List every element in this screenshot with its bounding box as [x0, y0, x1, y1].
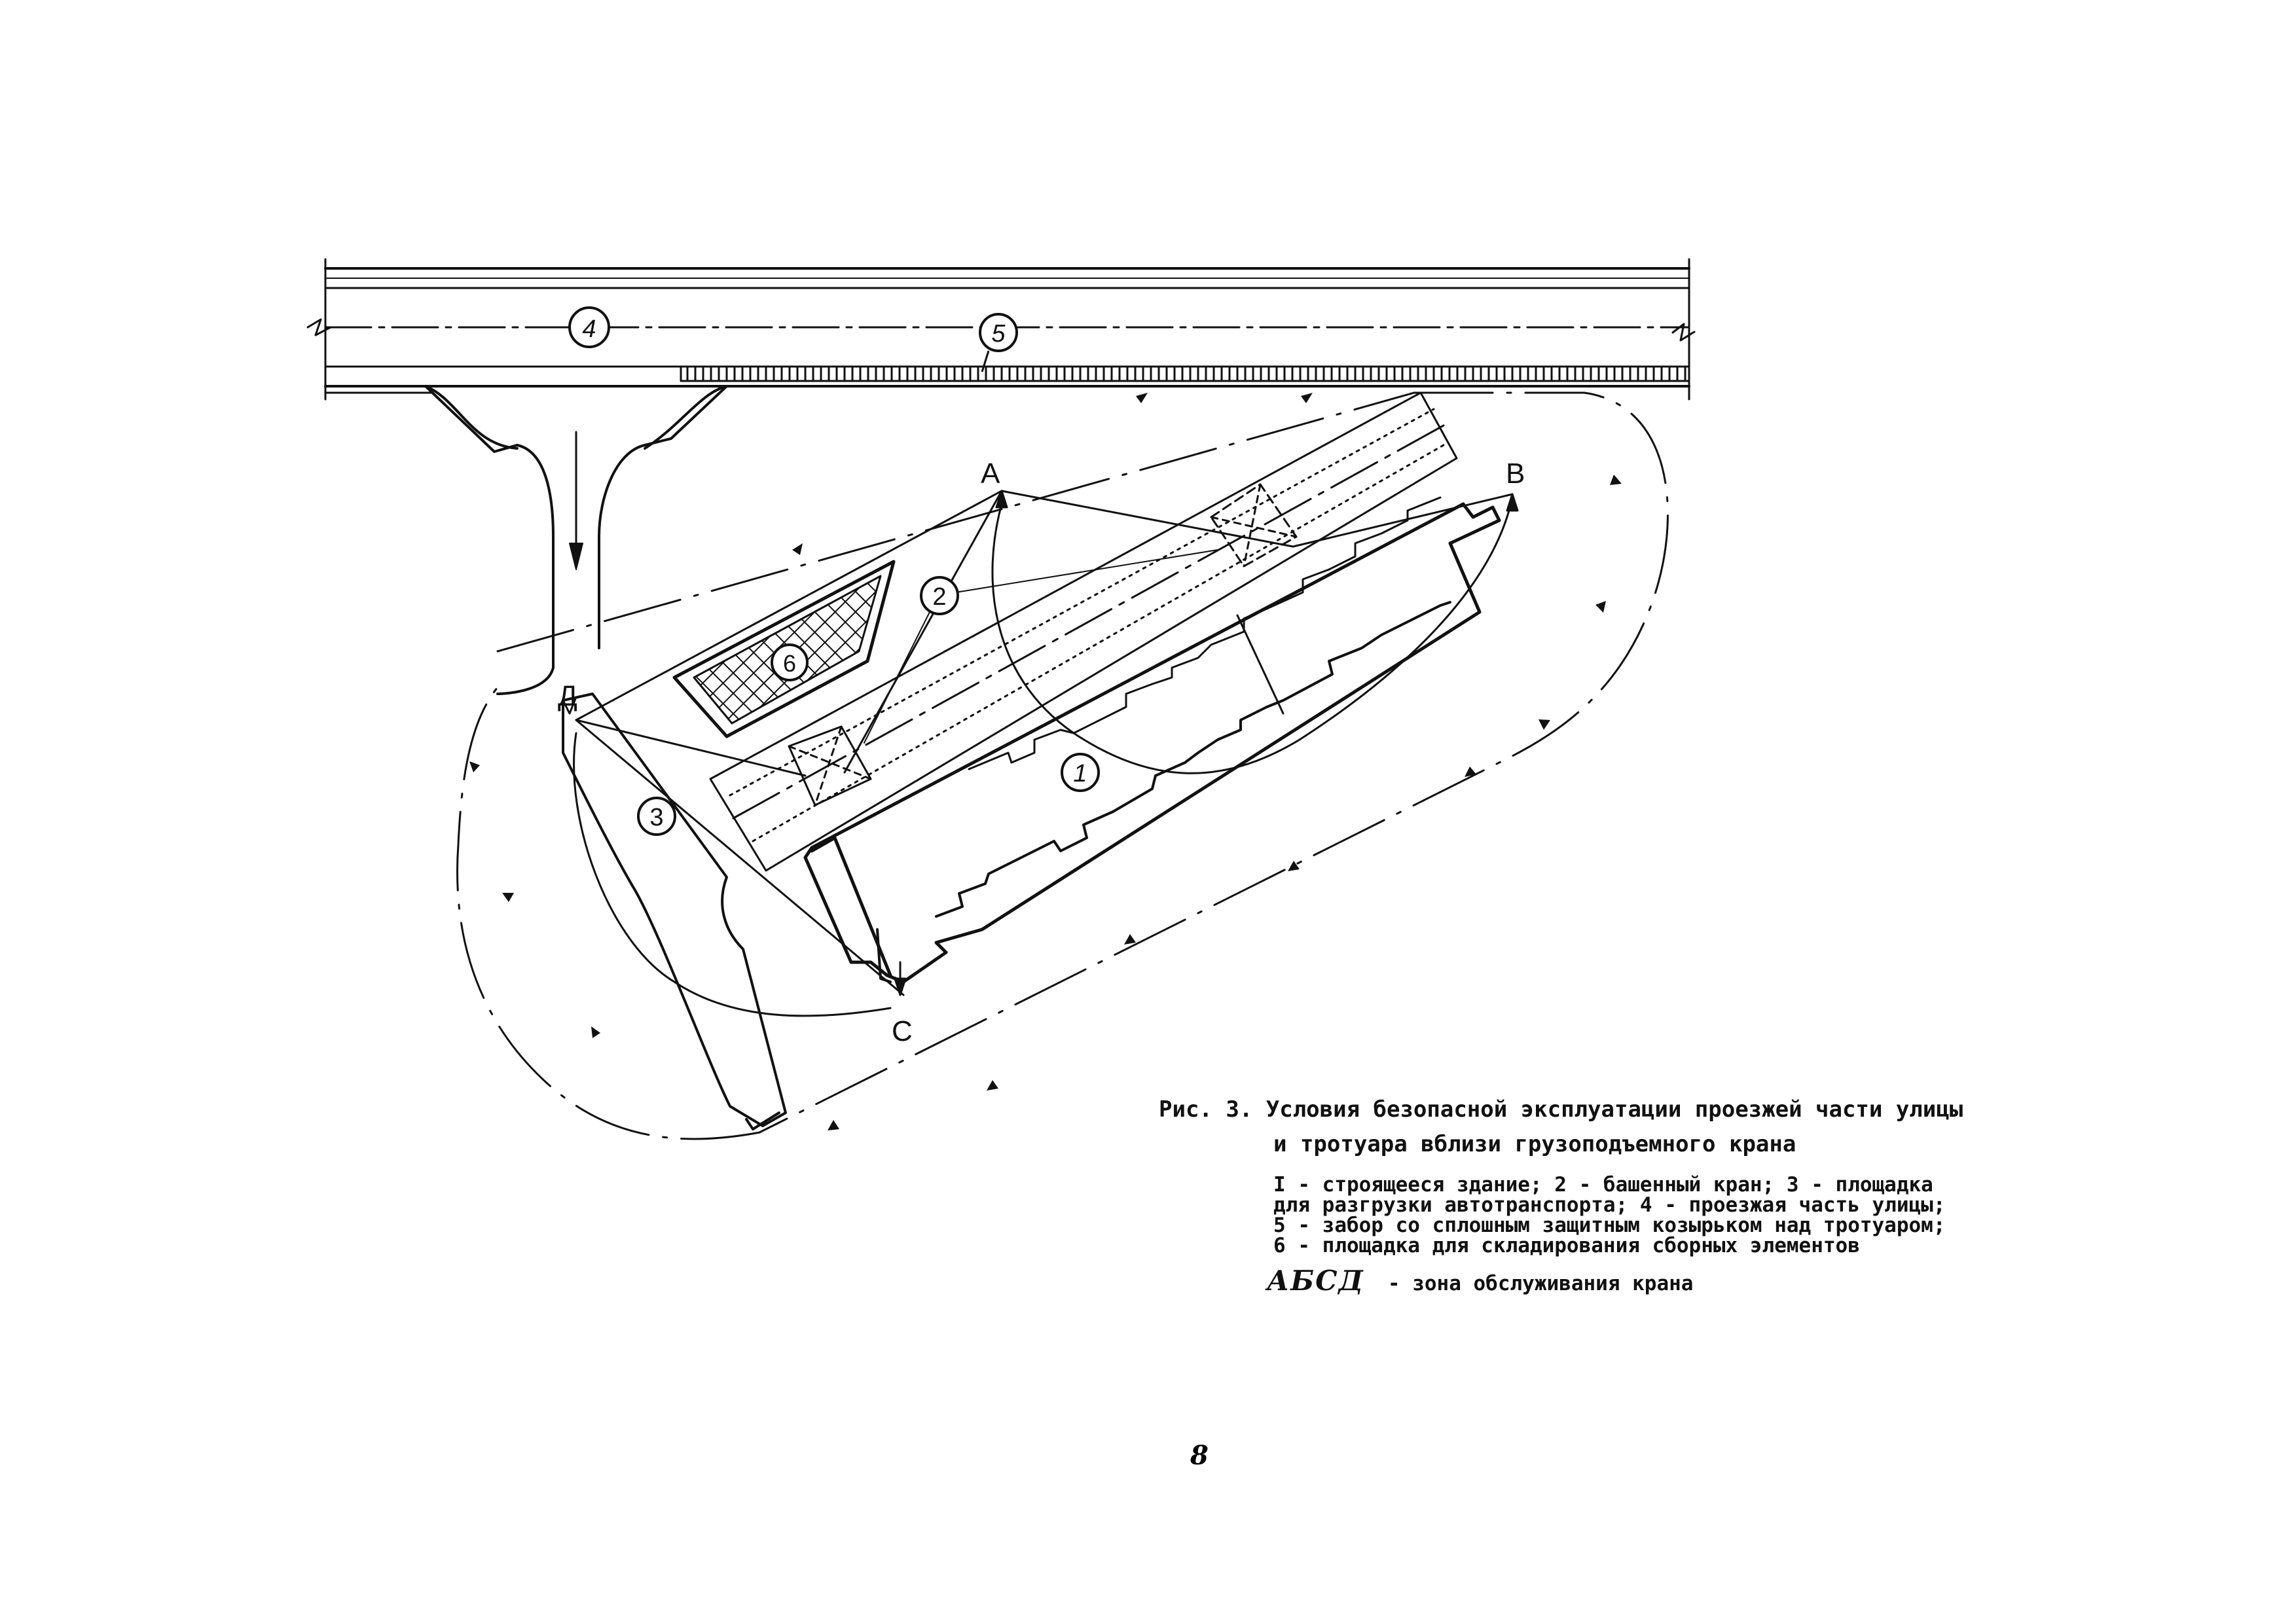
- zone-legend: АБСД - зона обслуживания крана: [1267, 1265, 1693, 1297]
- figure-title-line2: и тротуара вблизи грузоподъемного крана: [1273, 1131, 1796, 1157]
- callout-unloading: 3: [637, 797, 676, 836]
- building-outline: [803, 502, 1501, 984]
- callout-crane: 2: [920, 576, 959, 615]
- callout-storage-number: 6: [783, 650, 796, 677]
- callout-fence-number: 5: [991, 320, 1006, 348]
- building-interior-wall: [968, 496, 1442, 770]
- callout-crane-number: 2: [932, 583, 946, 611]
- callout-storage: 6: [771, 643, 809, 681]
- point-a-label: A: [981, 458, 1000, 490]
- figure-title-line1: Рис. 3. Условия безопасной эксплуатации …: [1159, 1096, 1963, 1123]
- callout-road: 4: [568, 306, 610, 348]
- point-b-label: B: [1506, 458, 1525, 490]
- callout-unloading-number: 3: [649, 804, 663, 831]
- building-stepped-facade: [935, 601, 1451, 918]
- route-arrows: [469, 393, 1622, 1130]
- callout-building-number: 1: [1073, 760, 1087, 787]
- legend-line-4: 6 - площадка для складирования сборных э…: [1273, 1234, 1860, 1257]
- unloading-platform: [562, 693, 787, 1127]
- callout-road-number: 4: [582, 316, 596, 343]
- page-number: 8: [1190, 1440, 1209, 1471]
- crane-service-zone: [573, 490, 1514, 1017]
- road: [306, 258, 1696, 401]
- legend-line-2: для разгрузки автотранспорта; 4 - проезж…: [1273, 1193, 1946, 1217]
- circulation-route: [456, 391, 1669, 1140]
- callout-building: 1: [1061, 753, 1100, 792]
- callout-fence: 5: [979, 313, 1018, 372]
- point-d-label: Д: [558, 680, 577, 712]
- fence: [680, 365, 1690, 382]
- callouts: 4 5 2 6 1 3: [568, 306, 1100, 836]
- legend-line-3: 5 - забор со сплошным защитным козырьком…: [1273, 1214, 1946, 1237]
- point-c-label: C: [892, 1015, 913, 1047]
- zone-description: - зона обслуживания крана: [1387, 1272, 1694, 1295]
- zone-point-markers: [562, 490, 1519, 996]
- legend-line-1: I - строящееся здание; 2 - башенный кран…: [1273, 1173, 1933, 1197]
- zone-label: АБСД: [1267, 1265, 1364, 1297]
- tower-crane: [788, 483, 1298, 806]
- site-entrance: [424, 385, 728, 695]
